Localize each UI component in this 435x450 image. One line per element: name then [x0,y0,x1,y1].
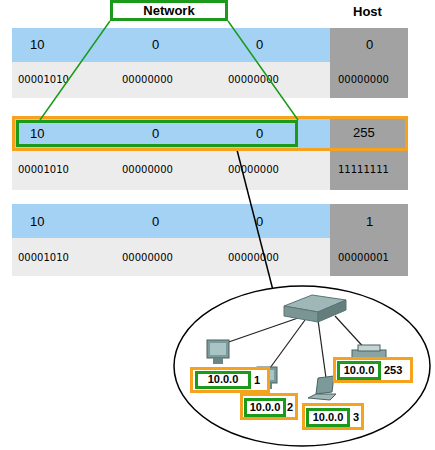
decimal-octet: 0 [256,214,263,229]
node-text: 10.0.0 [344,364,375,377]
host-column [330,204,408,276]
node-text: Network [143,3,194,19]
node-text: 2 [287,401,293,414]
node-text: 10 [30,126,44,142]
host-column [330,28,408,98]
decimal-octet: 0 [152,214,159,229]
binary-octet: 00000000 [228,74,279,85]
network-ellipse [174,286,430,446]
node-text: 0 [152,126,159,142]
binary-band [12,62,330,98]
binary-octet: 00001010 [18,164,69,175]
binary-octet: 00000000 [228,164,279,175]
host-address-box: 3 10.0.0 [302,403,364,430]
binary-octet: 00000000 [338,74,389,85]
binary-octet: 00000000 [122,74,173,85]
network-band [12,204,330,238]
node-text: 255 [353,125,375,141]
node-text: 1 [254,374,260,387]
node-text: 10.0.0 [313,411,344,424]
decimal-octet: 10 [30,214,44,229]
node-text: 253 [384,364,402,377]
binary-band [12,238,330,276]
binary-octet: 00000000 [122,252,173,263]
network-prefix-box: 10.0.0 [244,398,286,417]
switch-icon [284,295,346,322]
address-band-outline: 255 10 0 0 [12,116,408,151]
decimal-octet: 0 [256,37,263,52]
network-part-outline: 10 0 0 [16,120,298,147]
node-text: 10.0.0 [208,373,239,386]
node-text: 3 [353,411,359,424]
node-text: 0 [256,126,263,142]
computer-icon [207,340,229,364]
network-prefix-box: 10.0.0 [195,371,251,389]
binary-octet: 00000001 [338,252,389,263]
node-text: 10.0.0 [250,401,281,414]
column-heading: Host [353,4,382,19]
binary-octet: 00001010 [18,252,69,263]
binary-band [12,151,330,190]
binary-octet: 00000000 [228,252,279,263]
host-address-box: 253 10.0.0 [333,357,413,383]
binary-octet: 00000000 [122,164,173,175]
host-column [330,116,408,190]
binary-octet: 11111111 [338,164,389,175]
network-prefix-box: 10.0.0 [337,361,381,380]
binary-octet: 00001010 [18,74,69,85]
network-prefix-box: 10.0.0 [306,408,350,427]
laptop-icon [308,376,336,400]
connector-line [40,21,298,120]
host-address-box: 2 10.0.0 [240,393,298,420]
network-band [12,28,330,62]
decimal-octet: 0 [152,37,159,52]
network-band [12,116,330,151]
network-label-box: Network [110,0,228,21]
decimal-octet: 1 [366,214,373,229]
decimal-octet: 10 [30,37,44,52]
host-address-box: 1 10.0.0 [190,367,270,393]
decimal-octet: 0 [366,37,373,52]
